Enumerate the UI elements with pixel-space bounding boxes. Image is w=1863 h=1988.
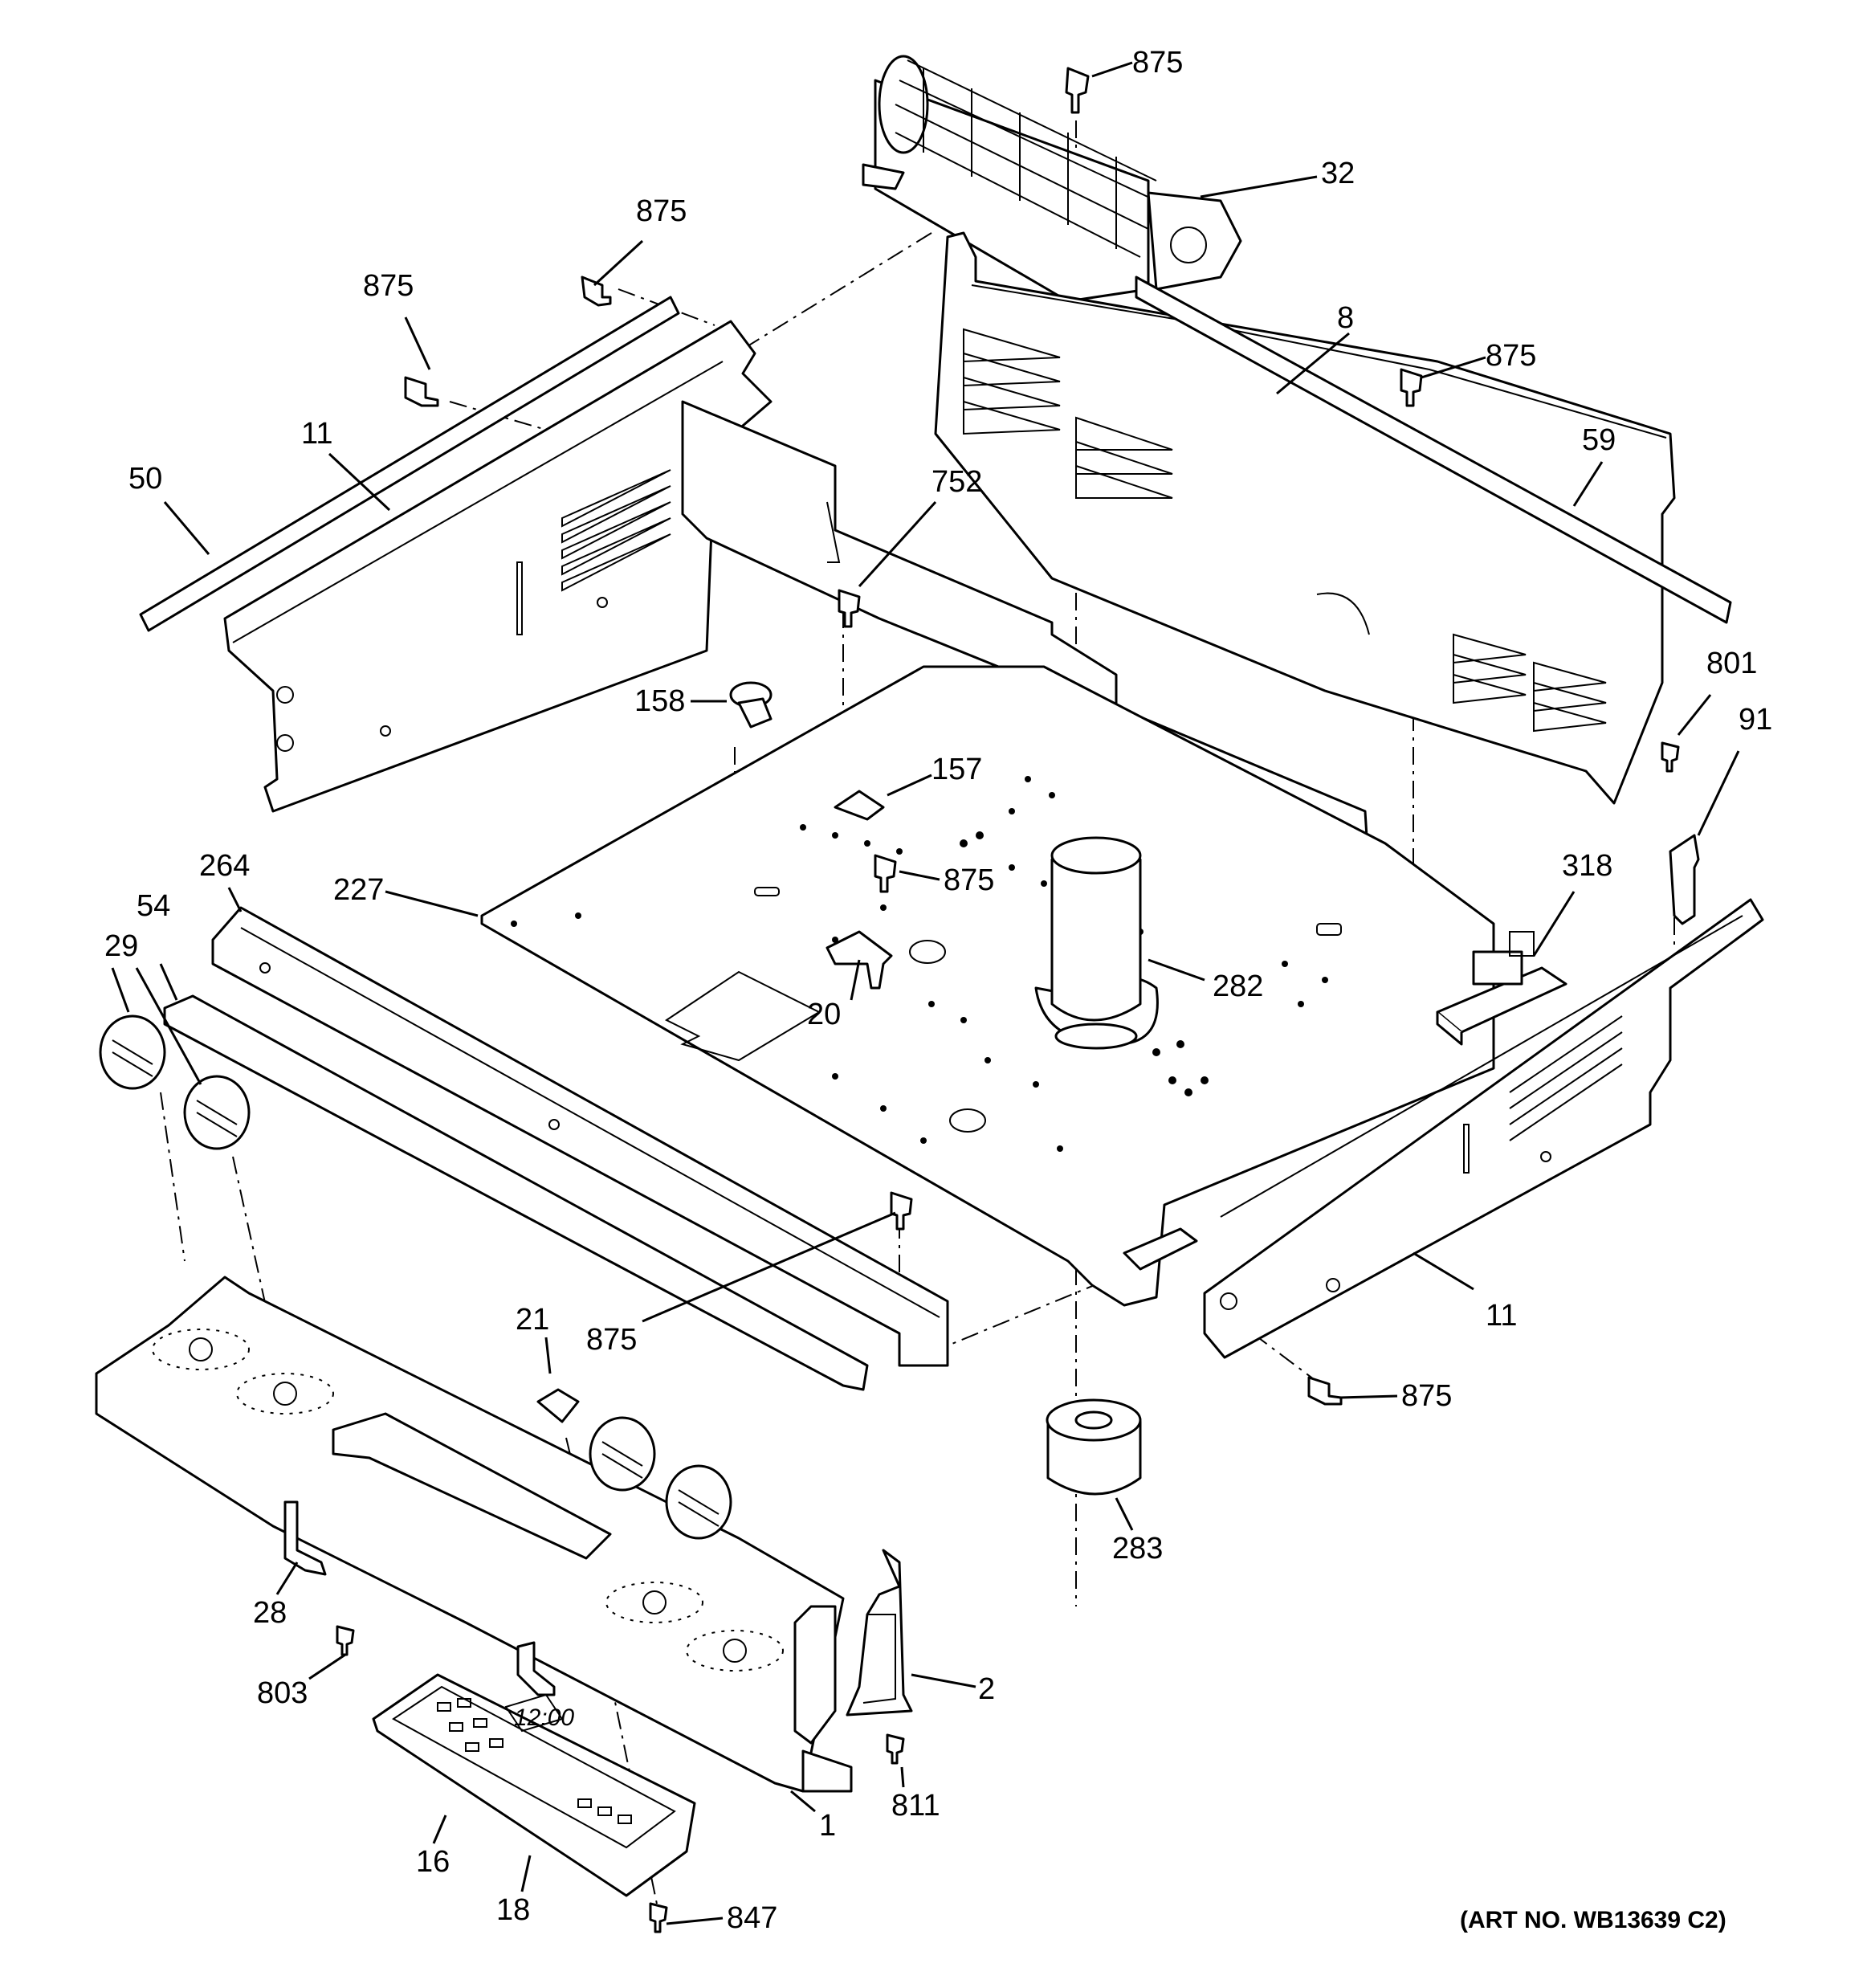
base-pan (480, 665, 1495, 1307)
callout-752: 752 (932, 465, 982, 499)
end-cap (846, 1549, 913, 1717)
callout-875-left: 875 (363, 269, 414, 303)
front-rail-54 (163, 994, 869, 1391)
callout-847: 847 (727, 1901, 777, 1935)
limit-switch-157 (834, 790, 885, 821)
art-number: (ART NO. WB13639 C2) (1460, 1907, 1726, 1933)
rear-vents-left (963, 328, 1173, 499)
blower-fan-assembly (862, 55, 1242, 303)
switch-21 (536, 1388, 580, 1423)
callout-59: 59 (1582, 423, 1616, 457)
callout-21: 21 (516, 1303, 549, 1337)
control-buttons (437, 1698, 632, 1824)
right-side-panel (1203, 898, 1764, 1359)
rear-trim-strip (1135, 276, 1732, 624)
knob-right-2 (665, 1464, 732, 1540)
callout-803: 803 (257, 1676, 308, 1710)
callout-875-left-upper: 875 (636, 194, 687, 228)
callout-1: 1 (819, 1809, 836, 1843)
callout-32: 32 (1321, 157, 1355, 190)
knob-right-1 (589, 1416, 656, 1492)
left-side-panel (223, 320, 773, 813)
base-pan-holes (511, 776, 1328, 1152)
callout-811: 811 (891, 1789, 940, 1823)
callout-875-blower-screw: 875 (1132, 46, 1183, 80)
knob-left-2 (183, 1075, 251, 1150)
callout-54: 54 (137, 889, 170, 923)
bracket-28 (283, 1500, 327, 1576)
callout-11-left: 11 (301, 417, 332, 451)
callout-875-center: 875 (944, 863, 994, 897)
callout-283: 283 (1112, 1532, 1163, 1565)
left-trim-strip (139, 296, 680, 632)
rear-vents-right (1453, 633, 1607, 733)
callout-158: 158 (634, 684, 685, 718)
control-panel-dials (152, 1329, 784, 1672)
callout-29: 29 (104, 929, 138, 963)
terminal-block (1436, 931, 1567, 1046)
front-channel-264 (211, 906, 949, 1367)
clock-display: 12:00 (514, 1704, 574, 1731)
thermostat-158 (729, 681, 773, 729)
callout-227: 227 (333, 873, 384, 907)
callout-264: 264 (199, 849, 250, 883)
callout-11-right: 11 (1486, 1299, 1517, 1333)
control-panel (95, 1276, 853, 1793)
spacer-cylinder (1046, 1398, 1142, 1496)
screws (336, 67, 1680, 1933)
callout-20: 20 (807, 998, 841, 1031)
callout-801: 801 (1706, 647, 1757, 680)
callout-labels: 875 32 875 875 8 875 59 11 50 752 158 15… (104, 46, 1772, 1935)
knob-left-1 (99, 1014, 166, 1090)
leader-lines (111, 61, 1740, 1925)
callout-318: 318 (1562, 849, 1612, 883)
callout-875-front: 875 (586, 1323, 637, 1357)
callout-50: 50 (128, 462, 162, 496)
callout-8: 8 (1337, 301, 1354, 335)
touch-control-board: 12:00 (372, 1673, 696, 1897)
vent-duct (1034, 836, 1159, 1050)
callout-16: 16 (416, 1845, 450, 1879)
wire-bracket (1669, 834, 1700, 925)
callout-875-lower-right: 875 (1401, 1379, 1452, 1413)
callout-875-right: 875 (1486, 339, 1536, 373)
callout-18: 18 (496, 1893, 530, 1927)
callout-157: 157 (932, 753, 982, 786)
bracket-18 (516, 1641, 556, 1696)
callout-28: 28 (253, 1596, 287, 1630)
callout-282: 282 (1213, 970, 1263, 1003)
callout-91: 91 (1739, 703, 1772, 737)
rear-panel (934, 231, 1676, 805)
callout-2: 2 (978, 1672, 995, 1706)
